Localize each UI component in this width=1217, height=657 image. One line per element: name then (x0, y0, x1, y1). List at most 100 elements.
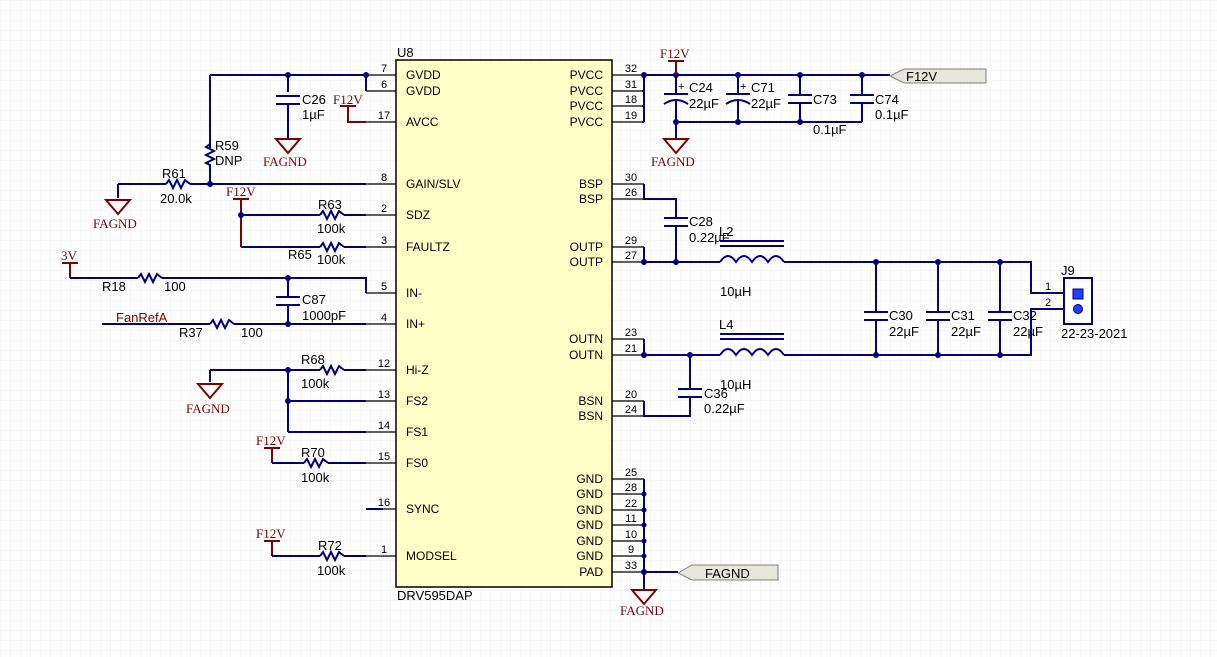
junction (641, 522, 647, 528)
resistor-r61[interactable]: R61 20.0k (160, 166, 192, 206)
capacitor-c26[interactable]: C26 1µF (276, 92, 326, 138)
capacitor-c87[interactable]: C87 1000pF (276, 278, 346, 324)
l4-ref: L4 (719, 317, 733, 332)
c28-ref: C28 (689, 214, 713, 229)
ic-pin-name: GND (576, 487, 603, 501)
j9-pin1: 1 (1045, 281, 1051, 293)
capacitor-c36[interactable]: C36 0.22µF (678, 386, 745, 416)
gnd-symbol (103, 199, 133, 216)
gnd-symbol (661, 138, 691, 155)
ic-pin-number: 21 (625, 343, 637, 355)
junction (641, 507, 647, 513)
capacitor-c28[interactable]: C28 0.22µF (664, 214, 730, 262)
junction (285, 72, 291, 78)
wire-bsp (643, 184, 677, 218)
ic-body[interactable] (395, 59, 613, 588)
f12v-label: F12V (256, 433, 286, 448)
ic-pin-name: GAIN/SLV (406, 177, 460, 191)
ic-pin-number: 17 (378, 110, 390, 122)
r65-value: 100k (317, 252, 346, 267)
port-fagnd[interactable]: FAGND (676, 564, 779, 581)
ic-pin-name: GND (576, 518, 603, 532)
c31-value: 22µF (951, 324, 981, 339)
ic-pin-name: BSN (578, 394, 603, 408)
wire-in-minus (70, 277, 367, 293)
capacitor-c32[interactable]: C32 22µF (988, 262, 1043, 355)
f12v-label: F12V (226, 184, 256, 199)
junction (207, 181, 213, 187)
c71-ref: C71 (751, 80, 775, 95)
ic-pin-name: IN+ (406, 317, 425, 331)
ic-pin-number: 33 (625, 560, 637, 572)
ic-pin-number: 30 (625, 172, 637, 184)
ic-pin-number: 11 (625, 513, 636, 525)
ic-pin-number: 25 (625, 467, 637, 479)
resistor-r70[interactable]: R70 100k (301, 445, 330, 485)
ic-pin-number: 12 (378, 358, 390, 370)
capacitor-c24[interactable]: + C24 22µF (663, 75, 719, 122)
capacitor-c71[interactable]: + C71 22µF (725, 75, 781, 122)
c74-ref: C74 (875, 92, 899, 107)
inductor-l2[interactable]: L2 10µH (719, 224, 785, 299)
c36-value: 0.22µF (704, 401, 745, 416)
junction (641, 259, 647, 265)
ic-pin-name: OUTN (569, 348, 603, 362)
ic-pin-number: 13 (378, 389, 390, 401)
svg-text:+: + (740, 81, 746, 93)
r37-value: 100 (241, 325, 263, 340)
c30-value: 22µF (889, 324, 919, 339)
connector-j9[interactable]: J9 1 2 22-23-2021 (1045, 263, 1128, 341)
capacitor-c74[interactable]: C74 0.1µF (850, 75, 909, 122)
r37-ref: R37 (179, 325, 203, 340)
ic-pin-number: 8 (381, 172, 387, 184)
capacitor-c31[interactable]: C31 22µF (926, 262, 981, 355)
ic-pin-name: FS1 (406, 425, 428, 439)
ic-pin-number: 10 (625, 529, 637, 541)
resistor-r37[interactable]: R37 100 (179, 317, 263, 340)
resistor-r63[interactable]: R63 100k (317, 197, 346, 236)
resistor-r68[interactable]: R68 100k (301, 352, 345, 391)
port-f12v[interactable]: F12V (888, 68, 987, 84)
resistor-r72[interactable]: R72 100k (317, 538, 346, 578)
gnd-symbol (629, 589, 659, 606)
c30-ref: C30 (889, 308, 913, 323)
r63-ref: R63 (318, 197, 342, 212)
ic-pin-name: FS2 (406, 394, 428, 408)
junction (641, 352, 647, 358)
r68-value: 100k (301, 376, 330, 391)
f12v-symbol (264, 540, 280, 556)
resistor-r65[interactable]: R65 100k (288, 240, 346, 267)
3v-label: 3V (61, 248, 78, 263)
ic-pin-name: AVCC (406, 115, 439, 129)
r72-ref: R72 (318, 538, 342, 553)
capacitor-c73[interactable]: C73 0.1µF (788, 75, 847, 137)
capacitor-c30[interactable]: C30 22µF (864, 262, 919, 355)
ic-pin-name: PVCC (570, 115, 604, 129)
gnd-label: FAGND (263, 154, 307, 169)
ic-pin-name: FAULTZ (406, 240, 450, 254)
ic-pin-number: 23 (625, 327, 637, 339)
resistor-r59[interactable]: R59 DNP (203, 138, 242, 184)
inductor-l4[interactable]: L4 10µH (719, 317, 785, 392)
ic-pin-name: MODSEL (406, 549, 457, 563)
r59-value: DNP (215, 153, 242, 168)
junction (641, 491, 647, 497)
ic-pin-number: 18 (625, 94, 637, 106)
ic-pin-name: BSN (578, 409, 603, 423)
ic-pin-name: BSP (579, 192, 603, 206)
c26-value: 1µF (302, 107, 325, 122)
ic-designator: U8 (397, 45, 414, 60)
j9-pin2: 2 (1045, 297, 1051, 309)
ic-pin-number: 3 (381, 235, 387, 247)
resistor-r18[interactable]: R18 100 (102, 271, 186, 294)
c87-ref: C87 (302, 292, 326, 307)
ic-pin-number: 22 (625, 498, 637, 510)
ic-pin-number: 15 (378, 451, 390, 463)
ic-pin-number: 1 (381, 544, 387, 556)
r18-ref: R18 (102, 279, 126, 294)
junction (673, 119, 679, 125)
j9-value: 22-23-2021 (1061, 326, 1128, 341)
ic-pin-number: 16 (378, 497, 390, 509)
